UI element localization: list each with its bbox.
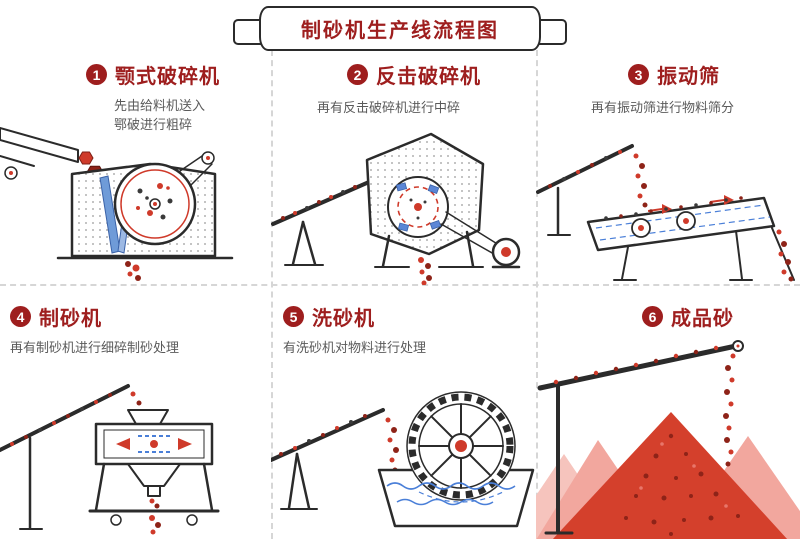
jaw-crusher-illustration	[0, 127, 234, 281]
panel-finished-sand: 6 成品砂	[536, 284, 800, 539]
panel-impact-crusher: 2 反击破碎机 再有反击破碎机进行中碎	[271, 48, 536, 285]
sand-grain-dots	[624, 433, 740, 536]
panel-vibrating-screen: 3 振动筛 再有振动筛进行物料筛分	[536, 48, 800, 284]
panel-sand-making-machine: 4 制砂机 再有制砂机进行细碎制砂处理	[0, 284, 271, 539]
divider-vertical-2	[536, 50, 538, 539]
panel-title: 颚式破碎机	[115, 66, 220, 88]
sand-pile-main	[552, 412, 788, 539]
step-number-badge: 4	[10, 306, 31, 327]
panel-header: 6 成品砂	[642, 302, 734, 331]
divider-horizontal	[0, 284, 800, 286]
desc-line: 再有反击破碎机进行中碎	[317, 100, 461, 115]
page-title: 制砂机生产线流程图	[259, 6, 541, 51]
panel-header: 2 反击破碎机	[347, 60, 481, 89]
vibrating-screen-illustration	[536, 144, 795, 282]
panel-description: 有洗砂机对物料进行处理	[283, 338, 426, 357]
panel-description: 再有反击破碎机进行中碎	[317, 98, 460, 117]
panel-title: 洗砂机	[312, 308, 375, 330]
impact-crusher-illustration	[271, 132, 521, 285]
step-number-badge: 3	[628, 64, 649, 85]
panel-header: 1 颚式破碎机	[86, 60, 220, 89]
divider-vertical-1	[271, 50, 273, 539]
panel-description: 再有振动筛进行物料筛分	[591, 98, 734, 117]
panel-header: 3 振动筛	[628, 60, 720, 89]
desc-line: 先由给料机送入	[114, 98, 206, 113]
desc-line: 鄂破进行粗碎	[114, 117, 193, 132]
sand-washer-illustration	[271, 391, 535, 528]
page-title-ribbon: 制砂机生产线流程图	[233, 6, 567, 51]
step-number-badge: 1	[86, 64, 107, 85]
panel-title: 反击破碎机	[376, 66, 481, 88]
panel-description: 再有制砂机进行细碎制砂处理	[10, 338, 179, 357]
panel-jaw-crusher: 1 颚式破碎机 先由给料机送入 鄂破进行粗碎	[0, 48, 271, 284]
desc-line: 再有振动筛进行物料筛分	[591, 100, 735, 115]
step-number-badge: 5	[283, 306, 304, 327]
panel-title: 制砂机	[39, 308, 102, 330]
panel-title: 振动筛	[657, 66, 720, 88]
panel-title: 成品砂	[671, 308, 734, 330]
step-number-badge: 2	[347, 64, 368, 85]
finished-sand-illustration	[536, 340, 800, 539]
panel-header: 5 洗砂机	[283, 302, 375, 331]
step-number-badge: 6	[642, 306, 663, 327]
sand-making-machine-illustration	[0, 384, 220, 535]
desc-line: 再有制砂机进行细碎制砂处理	[10, 340, 180, 355]
panel-header: 4 制砂机	[10, 302, 102, 331]
panel-sand-washer: 5 洗砂机 有洗砂机对物料进行处理	[271, 284, 536, 539]
desc-line: 有洗砂机对物料进行处理	[283, 340, 427, 355]
panel-description: 先由给料机送入 鄂破进行粗碎	[114, 96, 205, 134]
